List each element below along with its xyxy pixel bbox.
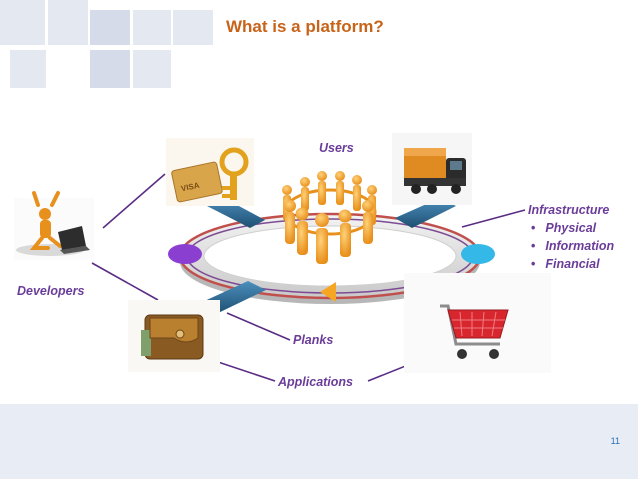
connector-line xyxy=(461,209,526,228)
connector-line xyxy=(226,312,291,341)
header-tile xyxy=(90,50,130,88)
footer-band xyxy=(0,404,638,479)
left-node xyxy=(168,244,202,264)
infrastructure-list: Physical Information Financial xyxy=(531,219,614,273)
infrastructure-item: Financial xyxy=(531,255,614,273)
header-tile xyxy=(90,10,130,45)
direction-arrow-icon xyxy=(320,282,336,302)
right-node xyxy=(461,244,495,264)
header-tile xyxy=(133,10,171,45)
header-tile xyxy=(0,0,45,45)
connector-line xyxy=(211,359,276,382)
plank xyxy=(395,198,456,228)
connector-line xyxy=(91,262,159,301)
infrastructure-heading: Infrastructure xyxy=(528,203,610,217)
users-label: Users xyxy=(319,141,354,155)
visa-card-key-icon: VISA xyxy=(166,138,254,206)
truck-icon xyxy=(392,133,472,205)
people-circle-icon xyxy=(282,171,377,264)
header-tile xyxy=(173,10,213,45)
developer-laptop-icon xyxy=(14,191,94,260)
connector-line xyxy=(102,173,166,229)
svg-text:VISA: VISA xyxy=(180,181,200,194)
infrastructure-item: Information xyxy=(531,237,614,255)
header-tile xyxy=(48,0,88,45)
page-title: What is a platform? xyxy=(226,17,384,36)
applications-label: Applications xyxy=(278,375,354,389)
header-tile xyxy=(133,50,171,88)
planks-label: Planks xyxy=(293,333,334,347)
page-number: 11 xyxy=(610,436,620,446)
header-tile xyxy=(10,50,46,88)
infrastructure-item: Physical xyxy=(531,219,614,237)
connector-lines xyxy=(91,173,526,382)
shopping-cart-icon xyxy=(404,273,551,373)
developers-label: Developers xyxy=(17,284,85,298)
wallet-icon xyxy=(128,300,220,372)
